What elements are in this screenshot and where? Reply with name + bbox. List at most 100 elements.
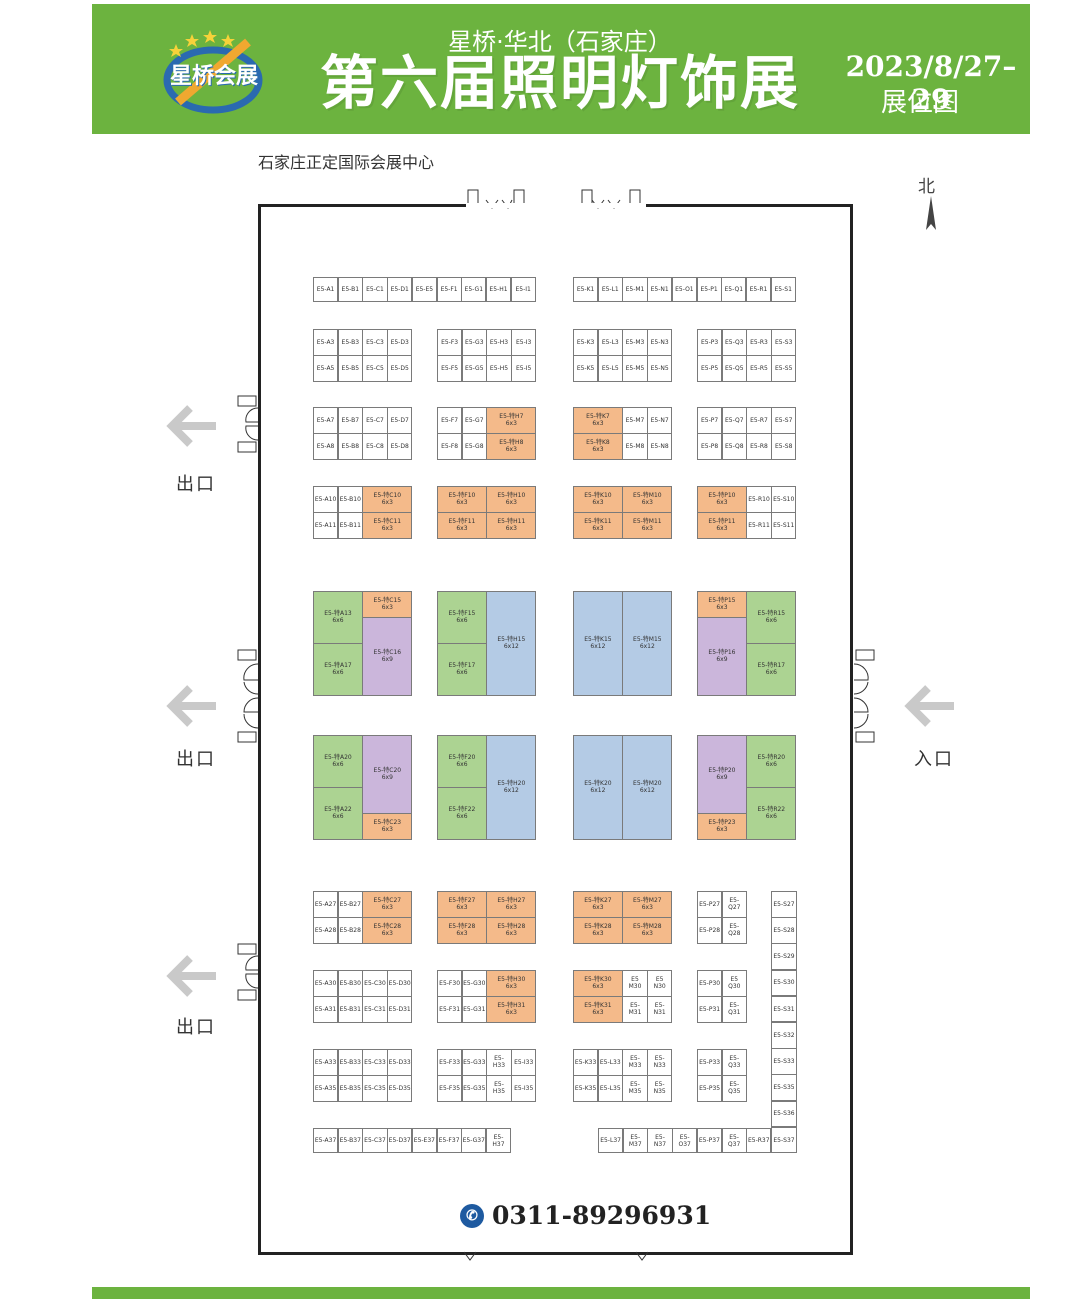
booth: E5-R3 xyxy=(746,329,772,356)
booth: E5-L3 xyxy=(597,329,623,356)
booth: E5-L35 xyxy=(597,1075,623,1102)
booth: E5-M7 xyxy=(622,407,648,434)
booth: E5-特H30 6x3 xyxy=(486,970,537,997)
booth: E5- Q33 xyxy=(721,1049,747,1076)
booth: E5-R5 xyxy=(746,355,772,382)
booth: E5 Q30 xyxy=(721,970,747,997)
footer-bar xyxy=(92,1287,1030,1299)
booth: E5- H35 xyxy=(486,1075,512,1102)
booth: E5-特P23 6x3 xyxy=(697,813,747,840)
exhibition-subtitle: 星桥·华北（石家庄） xyxy=(448,28,672,56)
booth: E5-S27 xyxy=(771,891,797,918)
booth: E5-H1 xyxy=(485,277,512,302)
booth: E5-E5 xyxy=(411,277,437,302)
booth: E5-特H28 6x3 xyxy=(486,917,537,944)
booth: E5- Q31 xyxy=(721,996,747,1023)
booth: E5-I35 xyxy=(511,1075,537,1102)
booth: E5-C37 xyxy=(362,1128,388,1153)
booth: E5-C1 xyxy=(362,277,388,302)
booth: E5-A37 xyxy=(313,1128,339,1153)
booth: E5-I5 xyxy=(511,355,537,382)
booth: E5-F8 xyxy=(437,433,463,460)
booth: E5-特R15 6x6 xyxy=(746,591,797,644)
booth: E5-B7 xyxy=(337,407,363,434)
booth: E5-特H8 6x3 xyxy=(486,433,537,460)
booth: E5-特K7 6x3 xyxy=(573,407,623,434)
booth: E5-C7 xyxy=(362,407,388,434)
booth: E5-Q5 xyxy=(721,355,747,382)
phone-icon: ✆ xyxy=(460,1203,484,1228)
booth: E5-特K15 6x12 xyxy=(573,591,623,696)
booth: E5-G1 xyxy=(461,277,487,302)
left-door-bottom-icon xyxy=(237,943,259,1001)
booth: E5-B11 xyxy=(337,512,363,539)
compass-label: 北 xyxy=(918,177,935,197)
booth: E5-M5 xyxy=(622,355,648,382)
booth: E5-A30 xyxy=(313,970,339,997)
booth: E5- N31 xyxy=(647,996,673,1023)
booth: E5-S29 xyxy=(771,943,797,971)
booth: E5-特F11 6x3 xyxy=(437,512,487,539)
booth: E5-G8 xyxy=(461,433,487,460)
booth: E5-B10 xyxy=(337,486,363,513)
booth: E5-G30 xyxy=(461,970,487,997)
booth: E5-D30 xyxy=(387,970,413,997)
booth: E5-特H20 6x12 xyxy=(486,735,537,840)
booth: E5-G5 xyxy=(461,355,487,382)
booth: E5-L1 xyxy=(597,277,623,302)
booth: E5-F37 xyxy=(436,1128,462,1153)
booth: E5-特P20 6x9 xyxy=(697,735,747,814)
booth: E5-特P11 6x3 xyxy=(697,512,747,539)
booth: E5- H37 xyxy=(485,1128,512,1153)
booth: E5-特C16 6x9 xyxy=(362,617,413,696)
booth: E5-P37 xyxy=(696,1128,722,1153)
booth: E5-特F17 6x6 xyxy=(437,643,487,696)
booth: E5-P31 xyxy=(697,996,723,1023)
booth: E5-C33 xyxy=(362,1049,388,1076)
booth: E5-P30 xyxy=(697,970,723,997)
booth: E5-S5 xyxy=(771,355,797,382)
booth: E5-特H15 6x12 xyxy=(486,591,537,696)
booth: E5-特H10 6x3 xyxy=(486,486,537,513)
booth: E5-P3 xyxy=(697,329,723,356)
booth: E5-D1 xyxy=(387,277,413,302)
booth: E5- O37 xyxy=(672,1128,698,1153)
booth: E5-Q1 xyxy=(721,277,747,302)
booth: E5-F35 xyxy=(437,1075,463,1102)
booth: E5-A28 xyxy=(313,917,339,944)
booth: E5-H3 xyxy=(486,329,512,356)
booth: E5-特F15 6x6 xyxy=(437,591,487,644)
booth: E5-特C23 6x3 xyxy=(362,813,413,840)
booth: E5-A3 xyxy=(313,329,339,356)
booth: E5-特K8 6x3 xyxy=(573,433,623,460)
booth: E5-特K20 6x12 xyxy=(573,735,623,840)
booth: E5-C31 xyxy=(362,996,388,1023)
booth: E5-B33 xyxy=(337,1049,363,1076)
booth: E5-特F22 6x6 xyxy=(437,787,487,840)
booth: E5-A35 xyxy=(313,1075,339,1102)
booth: E5-F3 xyxy=(437,329,463,356)
exit-label-bottom: 出口 xyxy=(176,1017,216,1038)
booth: E5- M31 xyxy=(622,996,648,1023)
entrance-label: 入口 xyxy=(914,749,954,770)
booth: E5-特F28 6x3 xyxy=(437,917,487,944)
booth: E5-D31 xyxy=(387,996,413,1023)
booth: E5-A5 xyxy=(313,355,339,382)
exit-arrow-icon xyxy=(166,955,216,997)
header-banner xyxy=(92,4,1030,134)
booth: E5-H5 xyxy=(486,355,512,382)
contact-phone: ✆ 0311-89296931 xyxy=(460,1201,711,1230)
booth: E5-R10 xyxy=(746,486,772,513)
booth: E5-B37 xyxy=(337,1128,363,1153)
booth: E5- N35 xyxy=(647,1075,673,1102)
booth: E5-特C28 6x3 xyxy=(362,917,413,944)
exit-arrow-icon xyxy=(166,405,216,447)
booth: E5-K35 xyxy=(573,1075,599,1102)
booth: E5-C3 xyxy=(362,329,388,356)
booth: E5-R1 xyxy=(745,277,772,302)
booth: E5-A10 xyxy=(313,486,339,513)
booth: E5-B31 xyxy=(337,996,363,1023)
booth: E5-S3 xyxy=(771,329,797,356)
booth: E5-特K10 6x3 xyxy=(573,486,623,513)
booth: E5-D35 xyxy=(387,1075,413,1102)
